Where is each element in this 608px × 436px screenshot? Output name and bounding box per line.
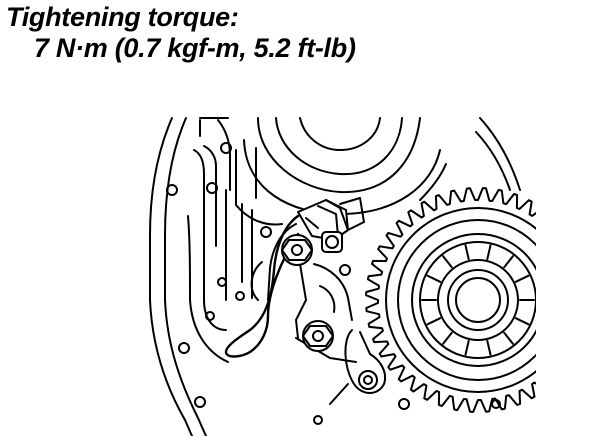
bearing-roller [464, 244, 470, 261]
bearing-roller [426, 317, 442, 326]
sensor-harness [224, 214, 300, 358]
output-bearing [397, 219, 536, 381]
case-bolt-holes [166, 184, 501, 425]
counter-gear [365, 187, 536, 413]
bearing-roller [442, 331, 453, 345]
case-housing-outline [149, 117, 521, 436]
mounting-bolt-lower [302, 320, 334, 352]
mounting-bolt-upper [281, 234, 313, 266]
bearing-roller [464, 339, 470, 356]
bearing-roller [486, 244, 492, 261]
bearing-roller [503, 331, 514, 345]
caption-torque-value: 7 N·m (0.7 kgf-m, 5.2 ft-lb) [34, 33, 356, 63]
selector-lever [329, 329, 386, 405]
gear-hub-ring [385, 207, 536, 393]
bearing-roller [486, 339, 492, 356]
speed-sensor [297, 197, 365, 253]
bearing-roller [426, 274, 442, 283]
oil-passages [187, 119, 263, 363]
bearing-roller [503, 255, 514, 269]
bearing-roller [442, 255, 453, 269]
bearing-roller [514, 274, 530, 283]
bearing-roller [514, 317, 530, 326]
caption-title: Tightening torque: [6, 2, 239, 32]
gear-teeth [365, 187, 536, 413]
torque-caption: Tightening torque: 7 N·m (0.7 kgf-m, 5.2… [6, 2, 356, 64]
